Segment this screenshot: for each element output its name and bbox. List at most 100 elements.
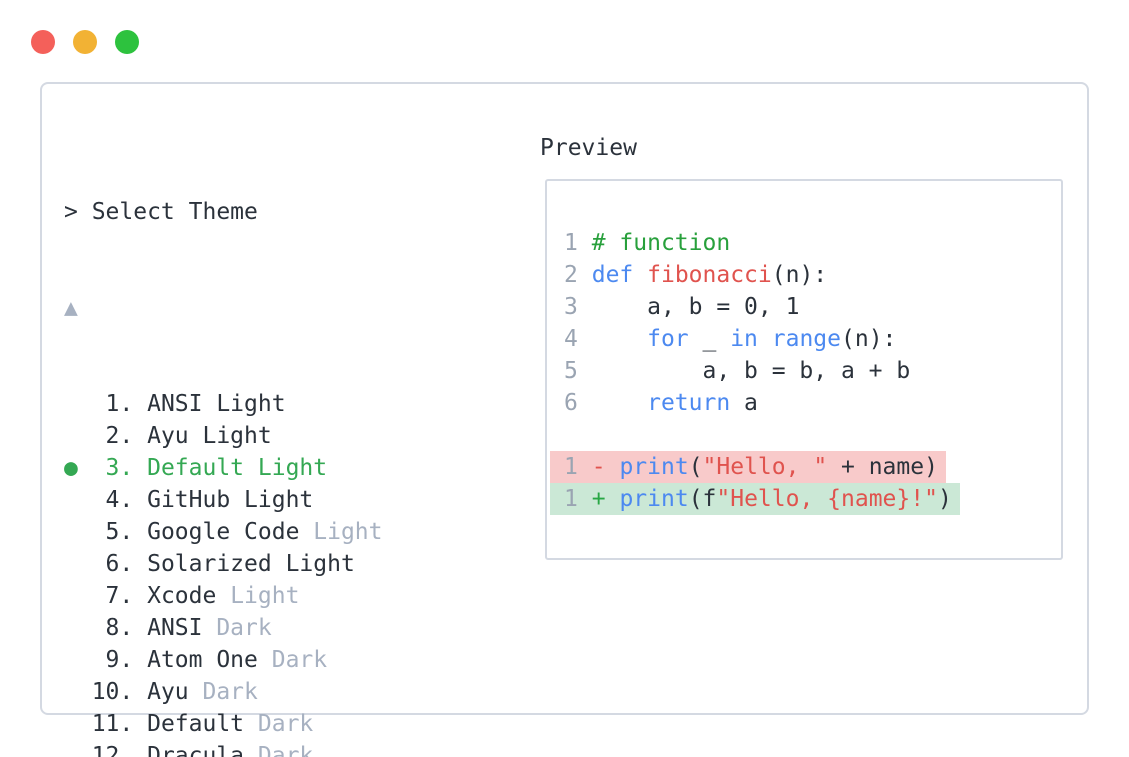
theme-item-ayu-light[interactable]: 2. Ayu Light bbox=[64, 420, 881, 452]
theme-item-label: 5. Google Code bbox=[77, 519, 300, 545]
code-token-plain: (n): bbox=[841, 326, 897, 352]
window-controls bbox=[31, 30, 139, 54]
code-token-plain bbox=[633, 262, 647, 288]
theme-item-label: 7. Xcode bbox=[77, 583, 217, 609]
line-number: 3 bbox=[564, 294, 578, 320]
code-line: 1 # function bbox=[564, 227, 1061, 259]
theme-item-solarized-light[interactable]: 6. Solarized Light bbox=[64, 548, 881, 580]
code-line: 3 a, b = 0, 1 bbox=[564, 291, 1061, 323]
line-number: 4 bbox=[564, 326, 578, 352]
code-token-plain: ( bbox=[688, 454, 703, 480]
theme-item-variant-label: Light bbox=[299, 519, 383, 545]
zoom-button[interactable] bbox=[115, 30, 139, 54]
theme-item-variant-label: Dark bbox=[244, 711, 314, 737]
code-token-plus: + bbox=[591, 486, 606, 512]
line-number: 2 bbox=[564, 262, 578, 288]
theme-item-label: 2. Ayu Light bbox=[77, 423, 272, 449]
code-line-blank bbox=[564, 419, 1061, 451]
theme-item-default-dark[interactable]: 11. Default Dark bbox=[64, 708, 881, 740]
code-token-keyword: range bbox=[771, 326, 842, 352]
theme-item-label: 9. Atom One bbox=[77, 647, 258, 673]
theme-item-ansi-dark[interactable]: 8. ANSI Dark bbox=[64, 612, 881, 644]
theme-item-ansi-light[interactable]: 1. ANSI Light bbox=[64, 388, 881, 420]
code-token-plain: (n): bbox=[771, 262, 828, 288]
theme-item-variant-label: Dark bbox=[257, 647, 328, 673]
line-number: 1 bbox=[564, 230, 578, 256]
code-token-plain bbox=[606, 486, 620, 512]
theme-item-label: 12. Dracula bbox=[77, 743, 245, 757]
marker-space bbox=[64, 679, 78, 705]
code-token-plain: a, b = b, a + b bbox=[591, 358, 911, 384]
theme-items: 1. ANSI Light 2. Ayu Light ● 3. Default L… bbox=[64, 388, 881, 757]
code-line-diff-add: 1 + print(f"Hello, {name}!") bbox=[550, 483, 960, 515]
line-number: 1 bbox=[564, 486, 578, 512]
code-token-plain: ) bbox=[937, 486, 952, 512]
code-token-plain: a bbox=[730, 390, 758, 416]
code-line-diff-del: 1 - print("Hello, " + name) bbox=[550, 451, 946, 483]
theme-item-label: 4. GitHub Light bbox=[77, 487, 314, 513]
selected-theme-indicator-icon: ● bbox=[64, 455, 78, 481]
code-token-minus: - bbox=[591, 454, 606, 480]
code-token-keyword: print bbox=[619, 454, 689, 480]
code-token-string: "Hello, {name}!" bbox=[716, 486, 938, 512]
minimize-button[interactable] bbox=[73, 30, 97, 54]
code-token-keyword: for bbox=[647, 326, 689, 352]
line-number: 5 bbox=[564, 358, 578, 384]
marker-space bbox=[64, 615, 78, 641]
marker-space bbox=[64, 647, 78, 673]
marker-space bbox=[64, 583, 78, 609]
theme-list: > Select Theme ▲ 1. ANSI Light 2. Ayu Li… bbox=[64, 132, 881, 757]
code-line: 5 a, b = b, a + b bbox=[564, 355, 1061, 387]
theme-selector-window: > Select Theme ▲ 1. ANSI Light 2. Ayu Li… bbox=[40, 82, 1089, 757]
theme-item-variant-label: Dark bbox=[202, 615, 272, 641]
theme-item-github-light[interactable]: 4. GitHub Light bbox=[64, 484, 881, 516]
marker-space bbox=[64, 391, 78, 417]
code-token-plain: (f bbox=[688, 486, 717, 512]
theme-item-xcode-light[interactable]: 7. Xcode Light bbox=[64, 580, 881, 612]
code-token-keyword: def bbox=[591, 262, 634, 288]
code-token-keyword: in bbox=[730, 326, 758, 352]
code-line: 6 return a bbox=[564, 387, 1061, 419]
code-token-plain bbox=[592, 326, 647, 352]
code-line: 4 for _ in range(n): bbox=[564, 323, 1061, 355]
code-token-plain bbox=[758, 326, 772, 352]
line-number: 1 bbox=[564, 454, 578, 480]
close-button[interactable] bbox=[31, 30, 55, 54]
line-number: 6 bbox=[564, 390, 578, 416]
code-token-string: "Hello, " bbox=[702, 454, 828, 480]
theme-item-label: 8. ANSI bbox=[77, 615, 203, 641]
preview-title: Preview bbox=[540, 135, 637, 161]
marker-space bbox=[64, 423, 78, 449]
marker-space bbox=[64, 743, 78, 757]
code-token-name: fibonacci bbox=[647, 262, 772, 288]
theme-item-google-code-light[interactable]: 5. Google Code Light bbox=[64, 516, 881, 548]
theme-item-label: 6. Solarized Light bbox=[77, 551, 355, 577]
code-line: 2 def fibonacci(n): bbox=[564, 259, 1061, 291]
theme-item-atom-one-dark[interactable]: 9. Atom One Dark bbox=[64, 644, 881, 676]
theme-item-variant-label: Dark bbox=[188, 679, 258, 705]
theme-item-dracula-dark[interactable]: 12. Dracula Dark bbox=[64, 740, 881, 757]
scroll-up-icon[interactable]: ▲ bbox=[64, 295, 78, 321]
code-token-plain: a, b = 0, 1 bbox=[591, 294, 800, 320]
theme-item-variant-label: Light bbox=[216, 583, 300, 609]
theme-item-label: 1. ANSI Light bbox=[77, 391, 286, 417]
theme-item-label: 3. Default Light bbox=[77, 455, 328, 481]
marker-space bbox=[64, 711, 78, 737]
code-token-keyword: print bbox=[619, 486, 689, 512]
code-token-keyword: return bbox=[647, 390, 731, 416]
theme-item-label: 10. Ayu bbox=[77, 679, 189, 705]
code-token-comment: # function bbox=[591, 230, 731, 256]
code-token-plain bbox=[592, 390, 647, 416]
theme-item-label: 11. Default bbox=[77, 711, 245, 737]
marker-space bbox=[64, 551, 78, 577]
theme-item-default-light[interactable]: ● 3. Default Light bbox=[64, 452, 881, 484]
theme-item-ayu-dark[interactable]: 10. Ayu Dark bbox=[64, 676, 881, 708]
marker-space bbox=[64, 487, 78, 513]
select-theme-prompt: > Select Theme bbox=[64, 199, 258, 225]
code-token-plain: + name) bbox=[827, 454, 938, 480]
code-token-plain: _ bbox=[688, 326, 731, 352]
theme-item-variant-label: Dark bbox=[244, 743, 314, 757]
marker-space bbox=[64, 519, 78, 545]
